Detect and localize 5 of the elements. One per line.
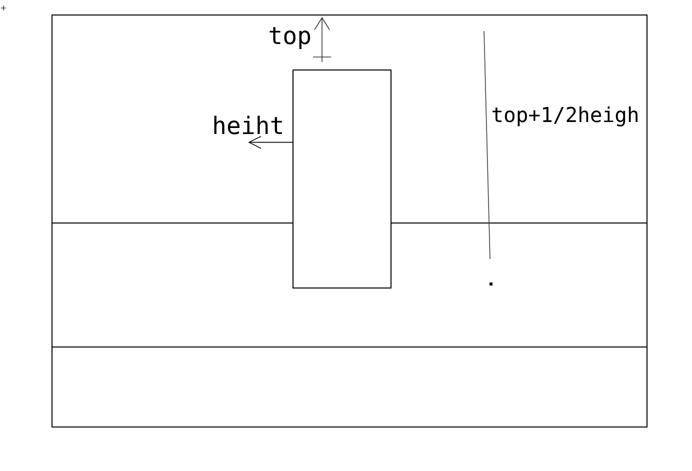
arrow bbox=[248, 136, 294, 149]
annotation-text: heiht bbox=[214, 116, 282, 134]
tall-rectangle bbox=[292, 70, 392, 288]
dimension-label: top bbox=[270, 27, 310, 49]
annotation-text: top+1/2heigh bbox=[492, 106, 638, 126]
